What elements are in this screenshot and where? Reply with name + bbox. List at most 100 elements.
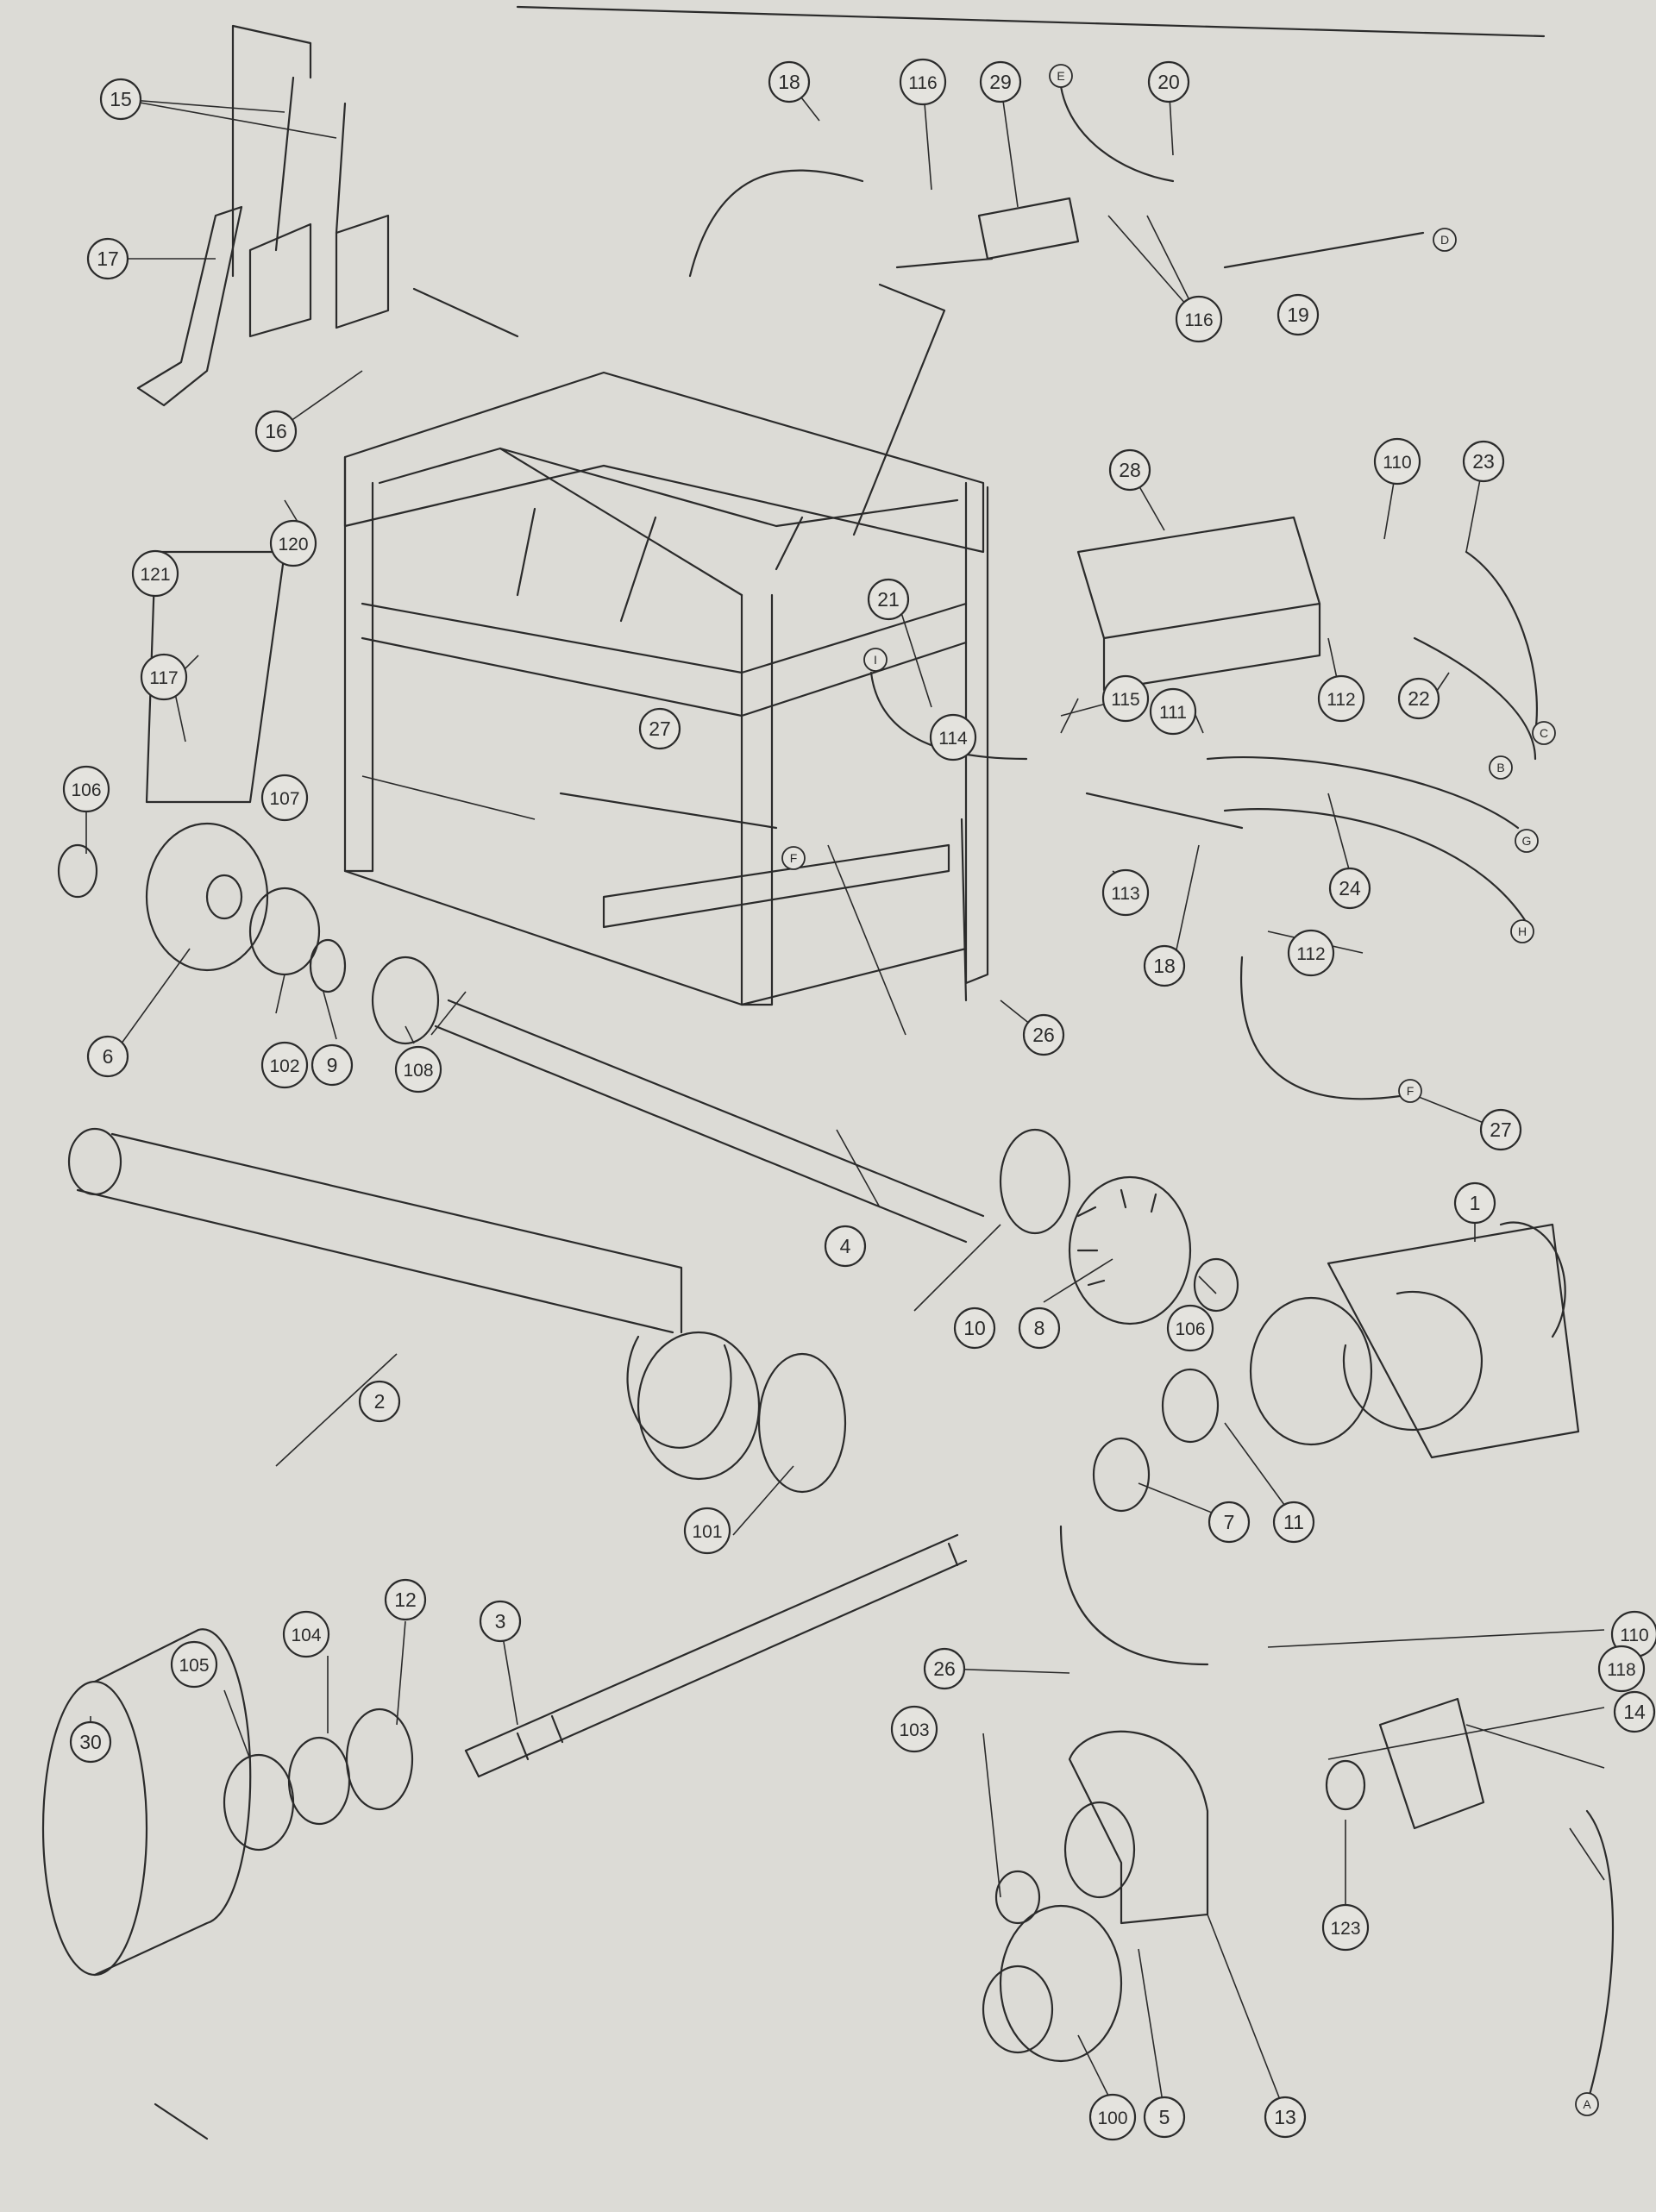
valve-body-28 — [1076, 516, 1321, 692]
callout-bubble: 113 — [1101, 868, 1150, 917]
callout-number: 14 — [1623, 1701, 1646, 1723]
hose-24 — [1206, 756, 1528, 924]
callout-number: 117 — [149, 668, 178, 688]
coupling-123 — [1325, 1759, 1366, 1811]
hose-end-tag: E — [1049, 64, 1073, 88]
frame-hopper-sheet — [378, 447, 959, 623]
callout-circle — [768, 60, 811, 103]
lever-bolt — [412, 287, 519, 338]
callout-number: 116 — [908, 73, 937, 93]
callout-number: 17 — [97, 248, 119, 270]
callout-number: 4 — [840, 1235, 851, 1257]
callout-number: 18 — [1153, 955, 1176, 977]
leader-line — [1172, 844, 1200, 967]
callout-bubble: 3 — [479, 1600, 522, 1643]
leader-line — [944, 1668, 1070, 1674]
bearing-10 — [999, 1128, 1071, 1235]
callout-bubble: 17 — [86, 237, 129, 280]
callout-bubble: 1 — [1453, 1181, 1496, 1225]
callout-number: 13 — [1274, 2106, 1296, 2128]
callout-number: 27 — [1490, 1119, 1512, 1141]
callout-bubble: 22 — [1397, 677, 1440, 720]
hose-end-circle — [1515, 829, 1539, 853]
callout-circle — [358, 1380, 401, 1423]
callout-bubble: 26 — [1022, 1013, 1065, 1056]
hose-end-circle — [1575, 2092, 1599, 2116]
seal-ring-101 — [757, 1352, 847, 1494]
callout-number: 120 — [278, 535, 308, 555]
callout-number: 107 — [269, 789, 299, 809]
callout-bubble: 18 — [768, 60, 811, 103]
callout-bubble: 111 — [1149, 687, 1197, 736]
leader-line — [323, 991, 337, 1040]
leader-line — [1138, 1948, 1165, 2114]
callout-bubble: 4 — [824, 1225, 867, 1268]
callout-circle — [254, 410, 298, 453]
valve-body-29 — [977, 197, 1080, 260]
frame-top-border-line — [516, 5, 1546, 38]
callout-bubble: 117 — [140, 653, 188, 701]
bearing-11 — [1161, 1368, 1220, 1444]
callout-circle — [1101, 674, 1150, 723]
callout-circle — [1397, 677, 1440, 720]
callout-bubble: 10 — [953, 1307, 996, 1350]
callout-circle — [479, 1600, 522, 1643]
leader-line — [913, 1224, 1001, 1312]
callout-circle — [1317, 674, 1365, 723]
callout-circle — [824, 1225, 867, 1268]
hose-18-upper — [688, 169, 864, 278]
hose-end-letter: I — [874, 653, 877, 667]
callout-circle — [1328, 867, 1371, 910]
callout-bubble: 7 — [1208, 1501, 1251, 1544]
callout-number: 110 — [1383, 453, 1411, 473]
callout-number: 24 — [1339, 877, 1361, 899]
leader-line — [275, 974, 285, 1014]
callout-circle — [69, 1720, 112, 1764]
callout-number: 19 — [1287, 304, 1309, 326]
callout-circle — [131, 549, 179, 598]
hose-19 — [1223, 231, 1425, 269]
leader-line — [396, 1620, 406, 1726]
callout-circle — [1101, 868, 1150, 917]
callout-number: 10 — [963, 1317, 986, 1339]
callout-number: 118 — [1607, 1660, 1635, 1680]
callout-bubble: 12 — [384, 1578, 427, 1621]
drive-chain-117 — [145, 550, 286, 804]
callout-bubble: 6 — [86, 1035, 129, 1078]
hose-end-letter: H — [1518, 924, 1527, 938]
leader-line — [111, 948, 191, 1057]
cover-5 — [999, 1904, 1123, 2063]
input-spline-shaft-lower — [464, 1533, 968, 1778]
callout-number: 108 — [403, 1061, 433, 1081]
bearing-9 — [371, 956, 440, 1045]
lever-bracket-17 — [136, 205, 243, 407]
callout-bubble: 118 — [1597, 1645, 1646, 1693]
callout-number: 8 — [1034, 1317, 1045, 1339]
leader-line — [120, 98, 285, 113]
callout-circle — [953, 1307, 996, 1350]
callout-bubble: 116 — [1175, 295, 1223, 343]
callout-bubble: 11 — [1272, 1501, 1315, 1544]
callout-bubble: 112 — [1287, 929, 1335, 977]
callout-circle — [1147, 60, 1190, 103]
leader-line — [1000, 81, 1019, 208]
hose-end-circle — [781, 846, 806, 870]
hose-22 — [1413, 636, 1537, 761]
hose-end-tag: C — [1532, 721, 1556, 745]
hose-end-letter: A — [1583, 2097, 1591, 2111]
callout-circle — [260, 774, 309, 822]
leader-line — [1465, 1724, 1605, 1769]
hose-26-lower — [1059, 1525, 1209, 1666]
hose-end-tag: F — [1398, 1079, 1422, 1103]
callout-circle — [1018, 1307, 1061, 1350]
callout-circle — [282, 1610, 330, 1658]
callout-circle — [1088, 2093, 1137, 2141]
hose-18-mid — [1085, 792, 1244, 830]
callout-number: 113 — [1111, 884, 1139, 904]
hose-end-tag: A — [1575, 2092, 1599, 2116]
callout-number: 105 — [179, 1656, 209, 1676]
leader-line — [732, 1465, 794, 1536]
callout-circle — [62, 765, 110, 813]
callout-bubble: 101 — [683, 1507, 731, 1555]
frame-left-post — [343, 455, 374, 873]
